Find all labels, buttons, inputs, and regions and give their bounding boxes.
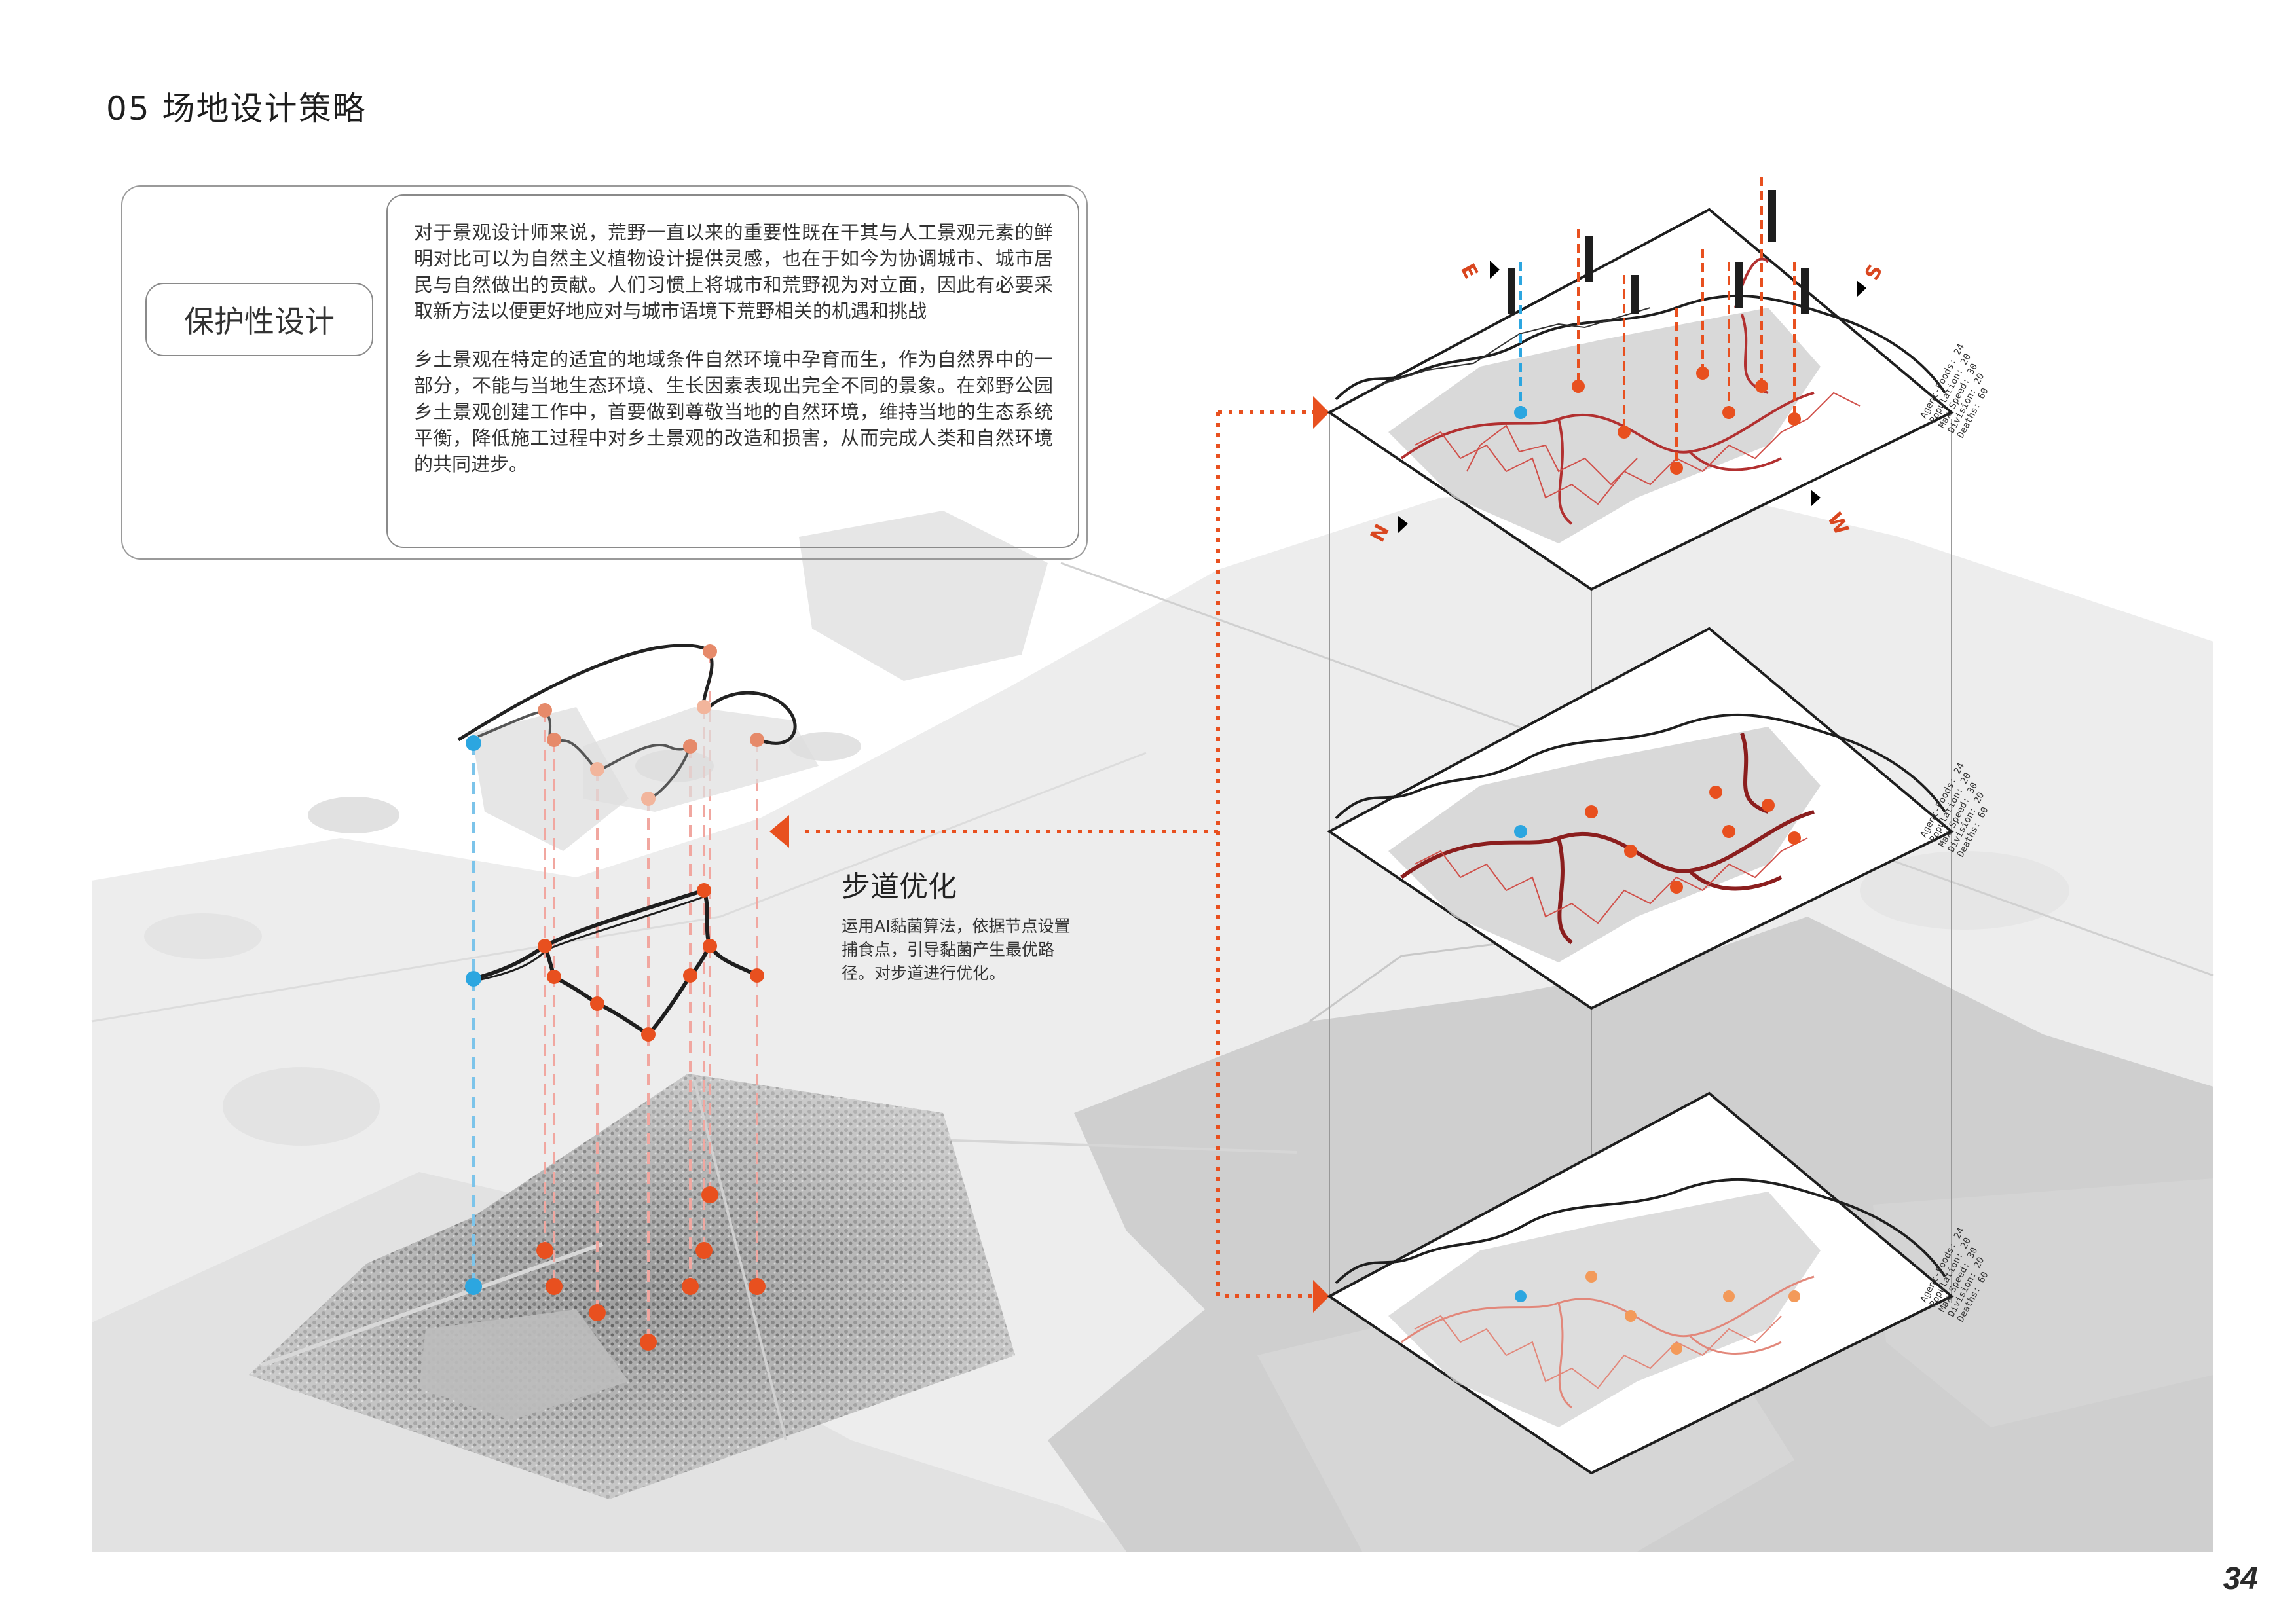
page-number: 34 (2223, 1561, 2258, 1596)
flow-arrows (805, 410, 1316, 1298)
compass-s: S (1857, 261, 1887, 297)
node-connectors (472, 651, 758, 1342)
compass-e: E (1456, 260, 1500, 283)
page-title: 05 场地设计策略 (106, 90, 367, 128)
layer-stats-top: Agent-Foods: 24 Population: 20 Max Speed… (1918, 342, 1990, 440)
terrain-layer-bottom (1327, 1091, 1954, 1475)
compass-south: S (1861, 261, 1887, 284)
intro-paragraph-1: 对于景观设计师来说，荒野一直以来的重要性既在干其与人工景观元素的鲜明对比可以为自… (414, 221, 1053, 322)
intro-paragraph-2: 乡土景观在特定的适宜的地域条件自然环境中孕育而生，作为自然界中的一部分，不能与当… (414, 348, 1053, 475)
path-optimization-title: 步道优化 (842, 870, 957, 903)
compass-east: E (1456, 260, 1483, 283)
aerial-site-model (249, 1074, 1015, 1499)
intro-text-box: 对于景观设计师来说，荒野一直以来的重要性既在干其与人工景观元素的鲜明对比可以为自… (386, 194, 1079, 548)
arrow-heads (769, 396, 1329, 1313)
terrain-layer-middle (1327, 627, 1954, 1010)
path-optimization-description: 运用AI黏菌算法，依据节点设置捕食点，引导黏菌产生最优路径。对步道进行优化。 (842, 917, 1071, 983)
protective-design-label: 保护性设计 (145, 283, 373, 356)
left-stack-nodes (465, 644, 766, 1351)
intro-card (121, 185, 1088, 560)
